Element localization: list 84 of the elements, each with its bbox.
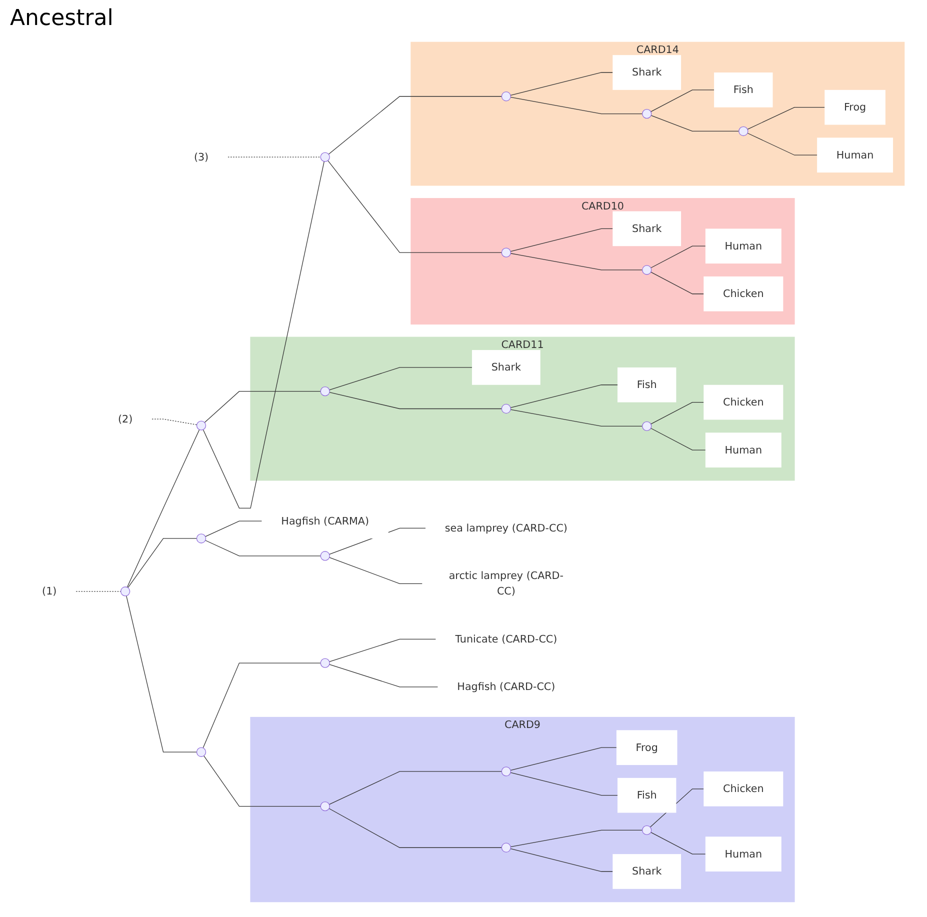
- node-box: Human: [817, 138, 894, 173]
- node-circle: [642, 108, 652, 119]
- connector: [510, 772, 618, 796]
- connector: [126, 429, 200, 588]
- connector: [650, 832, 706, 854]
- connector: [510, 253, 643, 270]
- connector: [650, 115, 740, 132]
- node-circle: [320, 386, 330, 396]
- node-circle: [320, 551, 330, 561]
- node-box: Shark: [612, 854, 682, 889]
- connector: [228, 156, 321, 158]
- connector: [329, 638, 436, 662]
- node-circle: [196, 747, 206, 757]
- connector: [328, 808, 502, 848]
- node-circle: [320, 801, 330, 812]
- node-circle: [642, 421, 652, 432]
- connector: [328, 771, 502, 805]
- connector: [747, 107, 825, 130]
- node-text: Hagfish (CARMA): [281, 514, 370, 527]
- node-box: Human: [705, 836, 782, 872]
- node-box: Human: [705, 432, 782, 468]
- group-label: Ancestral: [10, 6, 114, 31]
- connector: [650, 90, 714, 112]
- connector: [510, 384, 618, 408]
- connector: [152, 418, 198, 426]
- connector: [205, 520, 262, 537]
- node-circle: [501, 842, 512, 852]
- connector: [204, 391, 321, 423]
- connector: [747, 132, 818, 156]
- connector: [328, 96, 502, 155]
- connector: [328, 160, 502, 253]
- node-box: Fish: [618, 778, 676, 813]
- connector: [329, 392, 502, 410]
- node-text: (3): [194, 150, 209, 163]
- node-box: Chicken: [704, 771, 784, 806]
- node-box: Shark: [612, 211, 682, 246]
- node-circle: [738, 126, 748, 136]
- node-text: sea lamprey (CARD-CC): [444, 522, 568, 534]
- node-box: Frog: [824, 90, 886, 125]
- node-circle: [120, 586, 130, 596]
- node-box: Fish: [714, 72, 773, 108]
- connector: [204, 755, 321, 807]
- node-text: (1): [42, 584, 57, 598]
- node-circle: [196, 534, 206, 544]
- connector: [650, 246, 706, 268]
- node-circle: [642, 265, 652, 275]
- connector: [510, 72, 613, 96]
- node-circle: [501, 404, 512, 414]
- node-box: Shark: [612, 55, 682, 90]
- node-text: Hagfish (CARD-CC): [457, 680, 556, 693]
- node-box: Chicken: [704, 384, 784, 420]
- node-circle: [501, 92, 512, 102]
- connector: [126, 595, 198, 752]
- node-circle: [642, 825, 652, 836]
- connector: [650, 428, 706, 450]
- connector: [650, 402, 704, 424]
- connector: [510, 747, 617, 771]
- node-box: Chicken: [704, 276, 784, 312]
- connector: [128, 538, 198, 588]
- connector: [510, 830, 643, 848]
- node-circle: [501, 766, 512, 776]
- node-box: Human: [705, 228, 782, 264]
- connector: [205, 540, 321, 556]
- connector: [510, 848, 613, 872]
- connector: [650, 272, 704, 294]
- connector: [329, 557, 423, 584]
- connector: [510, 409, 643, 426]
- node-circle: [501, 248, 512, 258]
- connector: [202, 662, 321, 748]
- connector: [76, 591, 122, 592]
- connector: [510, 228, 613, 252]
- node-text: Tunicate (CARD-CC): [455, 632, 558, 645]
- node-circle: [196, 420, 206, 430]
- connector: [329, 664, 438, 688]
- node-circle: [320, 658, 330, 668]
- node-circle: [320, 152, 330, 162]
- node-text: (2): [118, 412, 133, 425]
- connector: [510, 96, 643, 114]
- connector: [329, 367, 472, 390]
- node-box: Shark: [472, 350, 540, 385]
- node-box: Frog: [616, 730, 678, 765]
- node-box: Fish: [618, 367, 676, 402]
- node-text: arctic lamprey (CARD-CC): [448, 569, 564, 598]
- connector: [202, 161, 324, 508]
